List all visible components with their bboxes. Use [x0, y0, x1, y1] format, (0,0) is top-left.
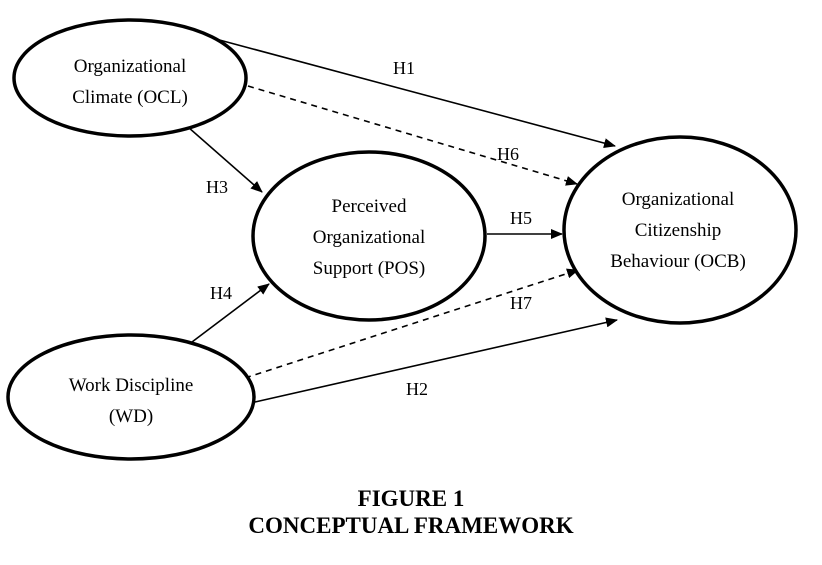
node-ocb-label-line1: Organizational [622, 189, 735, 210]
node-organizational-climate: Organizational Climate (OCL) [12, 18, 248, 138]
edge-h4-arrow [191, 283, 270, 343]
node-pos-label-line1: Perceived [332, 196, 407, 217]
edge-h6-label: H6 [497, 144, 519, 164]
figure-title: CONCEPTUAL FRAMEWORK [248, 513, 574, 538]
edge-h6-arrow [247, 85, 578, 186]
edge-h2-arrow [254, 317, 618, 403]
node-wd-label-line2: (WD) [109, 406, 153, 427]
node-ocl-ellipse [12, 18, 248, 138]
edge-h1-arrow [211, 37, 616, 148]
figure-number: FIGURE 1 [357, 486, 465, 511]
node-ocl-label-line1: Organizational [74, 56, 187, 77]
node-ocb-label-line3: Behaviour (OCB) [610, 251, 746, 272]
node-wd-label-line1: Work Discipline [69, 375, 194, 396]
node-perceived-organizational-support: Perceived Organizational Support (POS) [251, 150, 487, 322]
node-pos-label-line3: Support (POS) [313, 258, 425, 279]
node-work-discipline: Work Discipline (WD) [6, 333, 256, 461]
node-pos-label-line2: Organizational [313, 227, 426, 248]
edge-h7-arrow [244, 268, 579, 379]
edge-h7-label: H7 [510, 293, 532, 313]
node-pos-ellipse [251, 150, 487, 322]
node-ocl-label-line2: Climate (OCL) [72, 87, 188, 108]
edge-h5-label: H5 [510, 208, 532, 228]
edge-h3-label: H3 [206, 177, 228, 197]
edge-h4-label: H4 [210, 283, 232, 303]
node-ocb-label-line2: Citizenship [635, 220, 722, 241]
node-ocb-ellipse [562, 135, 798, 325]
edge-h1-label: H1 [393, 58, 415, 78]
node-organizational-citizenship-behaviour: Organizational Citizenship Behaviour (OC… [562, 135, 798, 325]
edge-h2-label: H2 [406, 379, 428, 399]
node-wd-ellipse [6, 333, 256, 461]
edge-h3-arrow [179, 119, 263, 193]
